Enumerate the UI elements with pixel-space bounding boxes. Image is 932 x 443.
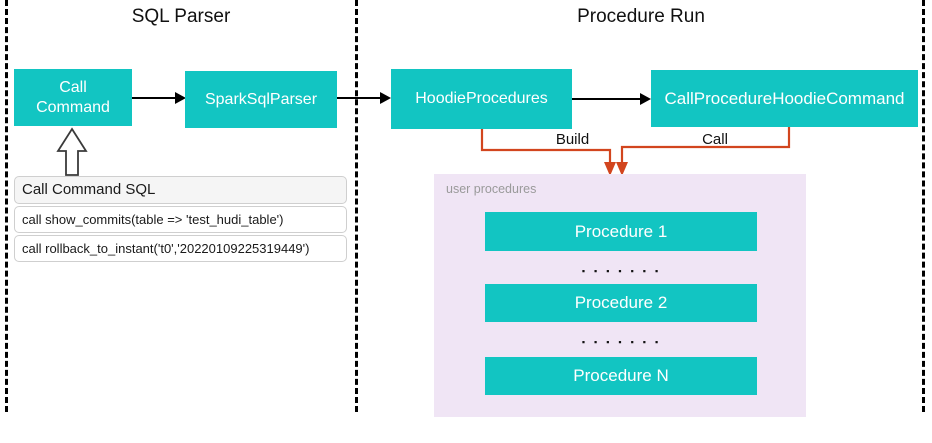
call-edge-label: Call <box>702 131 728 148</box>
sql-table-row: call show_commits(table => 'test_hudi_ta… <box>14 206 347 233</box>
left-dashed-border <box>5 0 8 412</box>
procedure-run-section-title: Procedure Run <box>577 6 705 27</box>
build-edge-label: Build <box>555 131 590 148</box>
user-procedures-container: user procedures Procedure 1 ▪▪▪▪▪▪▪ Proc… <box>434 174 806 417</box>
ellipsis-dots: ▪▪▪▪▪▪▪ <box>581 337 668 347</box>
sql-table-row: call rollback_to_instant('t0','202201092… <box>14 235 347 262</box>
arrow-sparksqlparser-to-hoodieprocedures <box>337 92 391 104</box>
call-command-sql-table: Call Command SQL call show_commits(table… <box>14 176 347 264</box>
node-procedure-1-label: Procedure 1 <box>574 221 668 241</box>
node-call-command: Call Command <box>14 69 132 126</box>
node-call-procedure-hoodie-command-label: CallProcedureHoodieCommand <box>664 88 905 108</box>
arrow-hoodieprocedures-to-callprocedurecommand <box>572 93 651 105</box>
arrow-callcommand-to-sparksqlparser <box>132 92 186 104</box>
node-procedure-2-label: Procedure 2 <box>574 293 668 312</box>
node-procedure-2: Procedure 2 <box>485 284 757 322</box>
node-spark-sql-parser-label: SparkSqlParser <box>204 90 318 108</box>
node-call-procedure-hoodie-command: CallProcedureHoodieCommand <box>651 70 918 127</box>
hollow-up-arrow-icon <box>56 127 88 176</box>
user-procedures-label: user procedures <box>446 182 537 196</box>
node-procedure-n: Procedure N <box>485 357 757 395</box>
node-procedure-1: Procedure 1 <box>485 212 757 251</box>
right-dashed-border <box>922 0 925 412</box>
sql-parser-section-title: SQL Parser <box>131 6 231 27</box>
ellipsis-dots: ▪▪▪▪▪▪▪ <box>581 266 668 276</box>
middle-dashed-border <box>355 0 358 412</box>
node-spark-sql-parser: SparkSqlParser <box>185 71 337 128</box>
node-call-command-label: Call Command <box>36 78 110 116</box>
sql-table-header: Call Command SQL <box>14 176 347 204</box>
node-procedure-n-label: Procedure N <box>573 366 669 385</box>
node-hoodie-procedures-label: HoodieProcedures <box>415 90 548 107</box>
node-hoodie-procedures: HoodieProcedures <box>391 69 572 129</box>
